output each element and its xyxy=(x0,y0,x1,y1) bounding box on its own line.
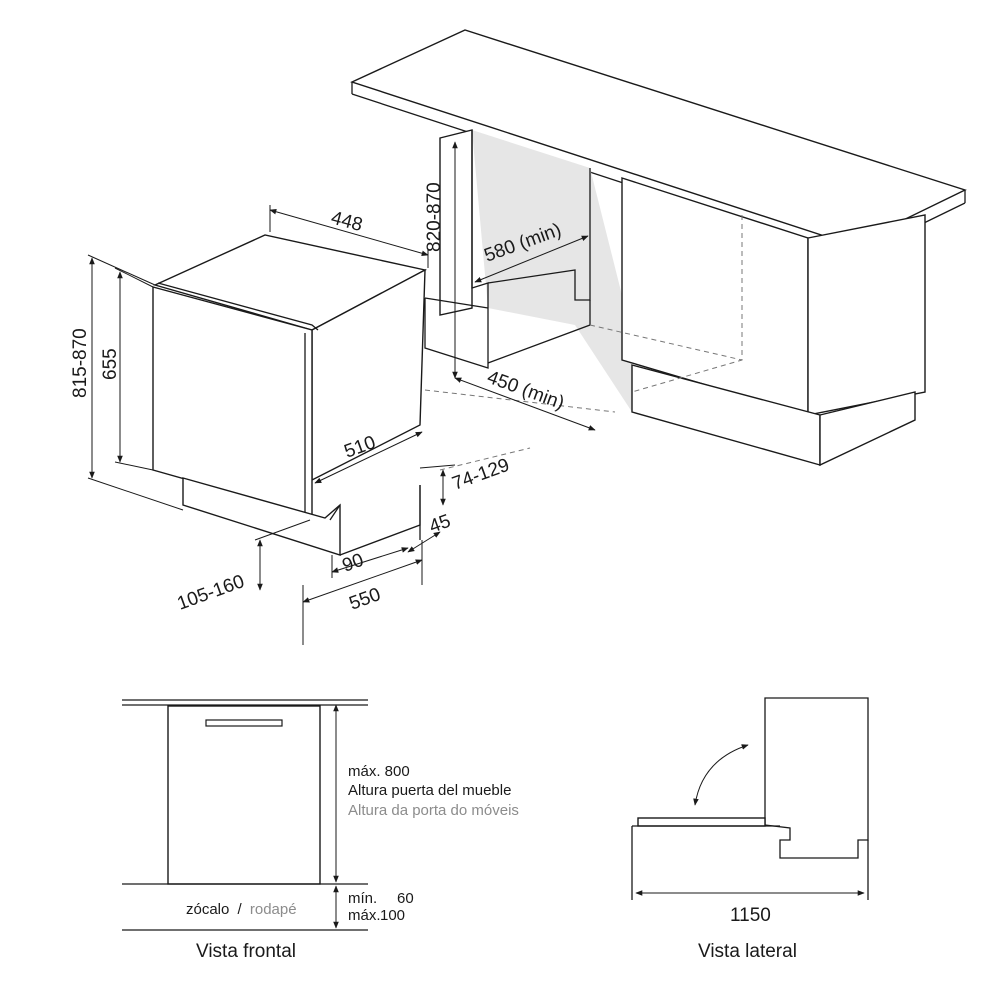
plinth-es: zócalo xyxy=(186,901,229,918)
label-448: 448 xyxy=(329,208,365,236)
front-view-caption: Vista frontal xyxy=(196,941,296,962)
label-655: 655 xyxy=(100,348,121,380)
front-max-label: máx. xyxy=(348,907,381,924)
label-550: 550 xyxy=(347,584,384,615)
front-plinth-label: zócalo / rodapé xyxy=(186,901,297,918)
plinth-pt: rodapé xyxy=(250,901,297,918)
dimension-lines xyxy=(87,141,596,645)
label-105-160: 105-160 xyxy=(175,571,248,615)
label-450-min: 450 (min) xyxy=(484,367,567,414)
side-view-drawing xyxy=(631,697,869,900)
front-min-label: mín. xyxy=(348,890,377,907)
side-1150: 1150 xyxy=(730,905,771,926)
front-max-value: 100 xyxy=(380,907,405,924)
label-45: 45 xyxy=(427,511,454,538)
side-view-caption: Vista lateral xyxy=(698,941,797,962)
label-74-129: 74-129 xyxy=(450,455,513,495)
dishwasher-body xyxy=(152,234,428,556)
front-min-value: 60 xyxy=(397,890,414,907)
label-815-870: 815-870 xyxy=(70,328,91,398)
front-view-drawing xyxy=(122,699,368,931)
front-max-800: máx. 800 xyxy=(348,763,410,780)
plinth-separator: / xyxy=(238,901,243,918)
label-820-870: 820-870 xyxy=(424,182,445,252)
front-door-height-es: Altura puerta del mueble xyxy=(348,782,511,799)
kitchen-cabinet-niche xyxy=(350,29,967,467)
front-door-height-pt: Altura da porta do móveis xyxy=(348,802,519,819)
